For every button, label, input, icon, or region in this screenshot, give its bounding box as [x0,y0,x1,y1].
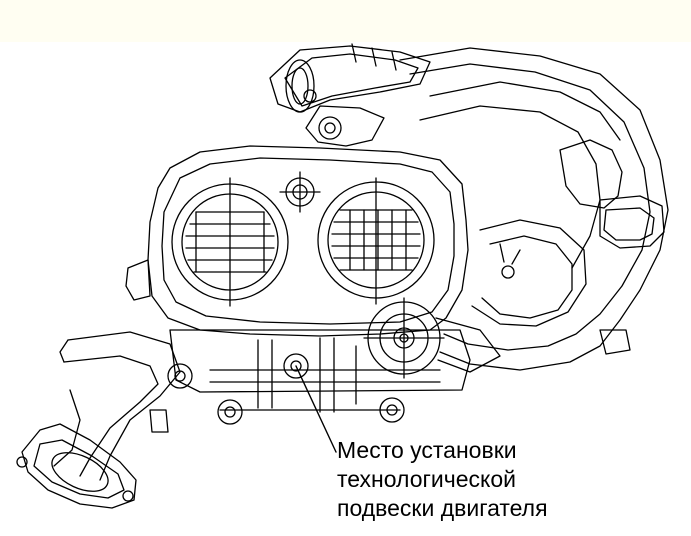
right-intake-grille [317,177,435,305]
throttle-body [269,43,431,147]
callout-caption: Место установки технологической подвески… [337,436,677,523]
outlet-pipe [16,331,181,509]
header-band [0,0,691,42]
tensioner-pulley [363,297,501,379]
intake-duct [399,47,669,371]
callout-line-1: Место установки [337,437,517,463]
callout-line-3: подвески двигателя [337,495,548,521]
left-intake-grille [171,177,289,307]
callout-line-2: технологической [337,466,516,492]
air-box-housing [125,145,469,337]
lower-manifold-frame [167,329,471,425]
callout-leader [295,365,337,453]
